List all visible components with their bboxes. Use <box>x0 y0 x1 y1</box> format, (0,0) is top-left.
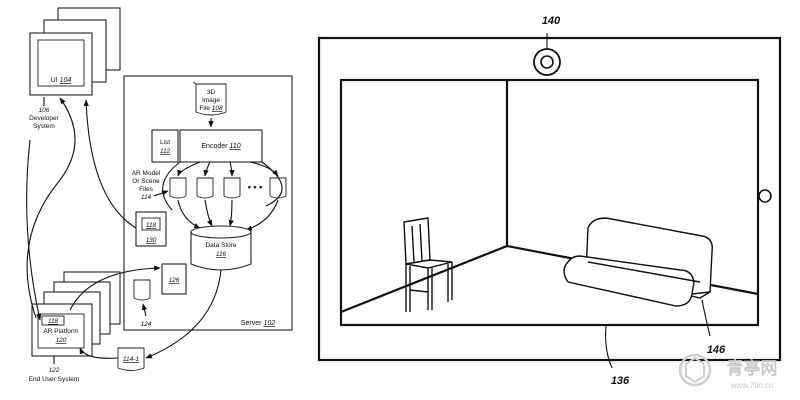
svg-text:118: 118 <box>146 222 157 229</box>
camera-icon <box>533 33 561 76</box>
image-file-doc: 3D Image File 108 <box>192 81 227 116</box>
box-126 <box>161 263 187 295</box>
device-frame <box>317 36 782 362</box>
doc-124 <box>133 279 151 301</box>
developer-line2: System <box>33 123 55 130</box>
camera-ref: 140 <box>542 15 561 27</box>
files-to-store <box>162 161 283 231</box>
connection-curves <box>26 97 222 359</box>
files-ellipsis: • • • <box>248 182 262 192</box>
svg-text:End User System: End User System <box>29 376 80 383</box>
developer-system: UI 104 106 Developer System <box>29 7 121 130</box>
svg-text:122: 122 <box>49 367 60 374</box>
svg-text:AR Platform: AR Platform <box>43 328 78 335</box>
svg-text:Image: Image <box>202 97 220 104</box>
device-drawing: 140 <box>317 15 782 387</box>
svg-text:116: 116 <box>216 251 227 258</box>
svg-text:AR Model: AR Model <box>132 170 161 177</box>
sofa-ref: 146 <box>707 344 726 356</box>
system-diagram: UI 104 106 Developer System Server 102 3… <box>26 7 293 383</box>
chair <box>403 217 453 312</box>
svg-text:124: 124 <box>141 321 152 328</box>
home-button-icon <box>758 189 772 203</box>
svg-text:3D: 3D <box>207 89 216 96</box>
list-box <box>151 129 179 163</box>
svg-text:118: 118 <box>48 318 59 325</box>
svg-text:114-1: 114-1 <box>123 356 140 363</box>
svg-text:List: List <box>160 139 170 146</box>
svg-text:114: 114 <box>141 194 152 201</box>
ar-file-docs: • • • <box>169 177 287 199</box>
display-ref: 136 <box>611 375 630 387</box>
sofa <box>563 217 713 307</box>
server-label: Server 102 <box>241 320 275 327</box>
data-store: Data Store 116 <box>190 225 252 271</box>
device-screen <box>339 78 760 327</box>
encoder-to-files <box>177 161 279 177</box>
doc-114-1 <box>117 347 145 371</box>
svg-text:Or Scene: Or Scene <box>132 178 160 185</box>
image-file-line3: File 108 <box>199 105 223 112</box>
encoder-label: Encoder 110 <box>201 143 240 150</box>
svg-text:126: 126 <box>169 277 180 284</box>
svg-text:Data Store: Data Store <box>205 242 236 249</box>
developer-ref: 106 <box>39 107 50 114</box>
encoder-box <box>179 129 263 163</box>
watermark-url: www.7tin.cn <box>730 381 774 390</box>
svg-text:Files: Files <box>139 186 153 193</box>
svg-text:112: 112 <box>160 148 171 155</box>
watermark-cn: 青亭网 <box>727 358 778 378</box>
watermark: 青亭网 www.7tin.cn <box>678 353 778 390</box>
developer-line1: Developer <box>29 115 59 122</box>
svg-text:130: 130 <box>146 237 157 244</box>
svg-text:120: 120 <box>56 337 67 344</box>
server-box <box>123 75 293 331</box>
end-user-system: 118 AR Platform 120 122 End User System <box>29 271 121 383</box>
ui-label: UI 104 <box>51 77 72 84</box>
